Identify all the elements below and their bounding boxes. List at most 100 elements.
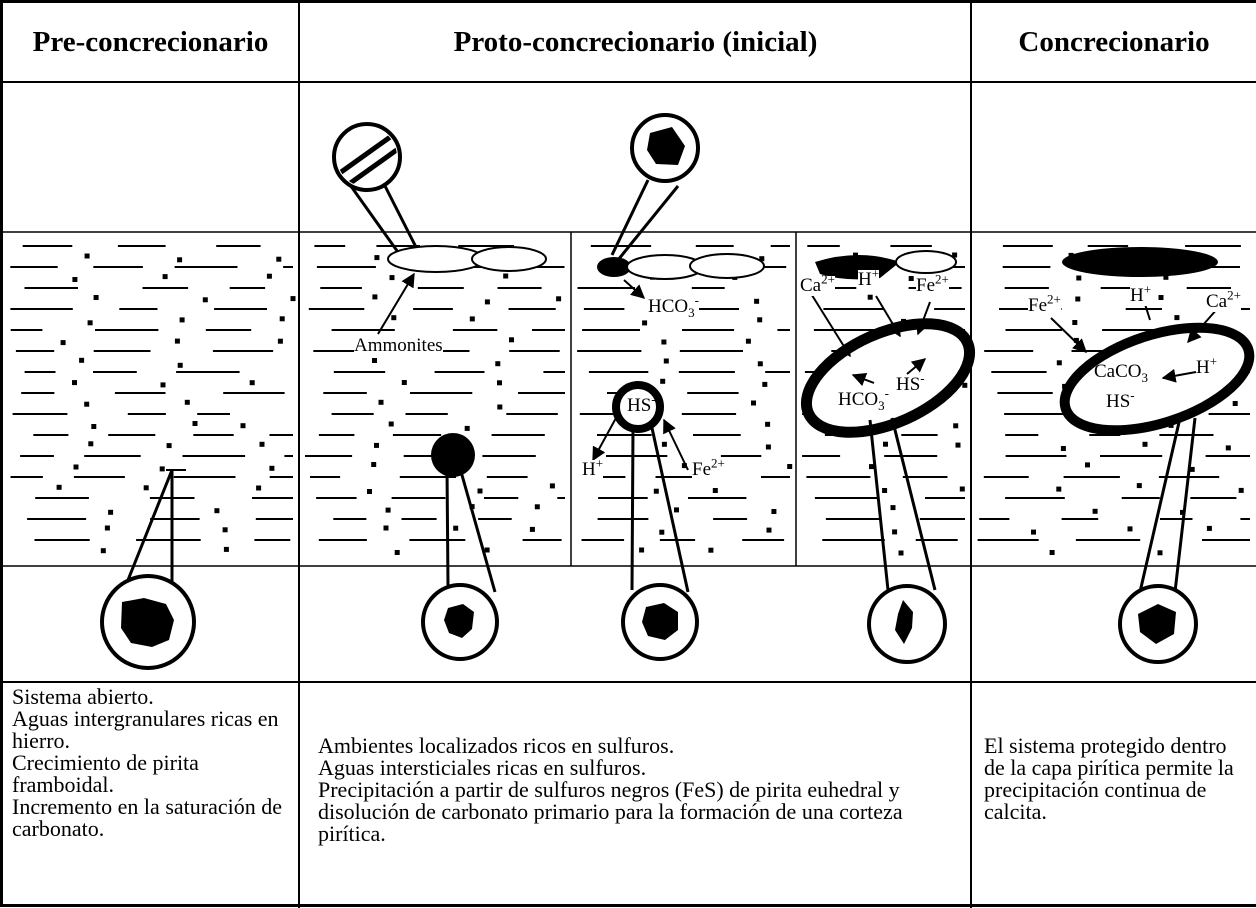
- sediment-dot: [883, 441, 888, 447]
- fe-ion-arrow: [1050, 317, 1088, 353]
- sediment-dot: [162, 274, 168, 280]
- hco3-label: HCO3-: [648, 292, 699, 320]
- sediment-dot: [1075, 296, 1081, 302]
- sediment-dot: [661, 339, 667, 345]
- sediment-dot: [1189, 466, 1195, 472]
- sediment-dot: [497, 380, 502, 386]
- sediment-dot: [372, 294, 378, 300]
- sediment-dot: [503, 273, 509, 279]
- sediment-dot: [1072, 320, 1078, 325]
- sediment-dot: [762, 381, 768, 387]
- header-pre-concrecionario: Pre-concrecionario: [32, 25, 269, 58]
- sediment-dot: [174, 338, 180, 344]
- sediment-dot: [484, 299, 490, 305]
- fe-ion-arrow: [663, 418, 689, 471]
- pyrite-ring-zoom: [621, 427, 699, 661]
- sediment-dot: [497, 404, 503, 410]
- sediment-dot: [1163, 274, 1169, 280]
- fe-ion-label: Fe2+: [692, 455, 725, 480]
- sediment-dot: [394, 550, 400, 555]
- hco3-arrow: [623, 279, 646, 299]
- sediment-dot: [787, 464, 793, 469]
- hco3-label: HCO3-: [838, 385, 889, 413]
- h-ion-inward-arrow: [1161, 368, 1197, 383]
- sediment-dot: [1225, 445, 1231, 451]
- sediment-dot: [1180, 509, 1185, 515]
- sediment-dot: [642, 320, 648, 326]
- framboidal-pyrite-zoom: [421, 467, 499, 661]
- sediment-dot: [1056, 486, 1062, 492]
- sediment-dot: [159, 466, 165, 472]
- sediment-dot: [659, 529, 665, 535]
- sediment-dot: [751, 400, 756, 406]
- sediment-dot: [266, 273, 272, 279]
- sediment-dot: [73, 464, 79, 470]
- sediment-dot: [453, 525, 459, 531]
- sediment-dot: [661, 441, 667, 447]
- sediment-dot: [100, 548, 106, 554]
- sediment-dot: [383, 525, 389, 531]
- sediment-dot: [712, 488, 718, 493]
- fe-ion-label: Fe2+: [916, 271, 949, 296]
- sediment-dot: [1206, 525, 1212, 531]
- sediment-dot: [464, 425, 470, 431]
- fe-ion-label: Fe2+: [1028, 291, 1061, 316]
- sediment-dot: [84, 253, 90, 259]
- sediment-dot: [1157, 550, 1163, 556]
- sediment-dot: [56, 484, 62, 490]
- sediment-dot: [1142, 441, 1148, 447]
- ammonites-pointer-arrow: [377, 272, 415, 335]
- hs-pyrite-ring: [612, 381, 664, 433]
- sediment-dot: [79, 357, 85, 363]
- sediment-dot: [108, 509, 114, 515]
- sediment-dot: [259, 441, 265, 447]
- sediment-dot: [955, 442, 961, 448]
- sediment-dot: [952, 252, 958, 258]
- h-ion-arrow: [875, 295, 901, 338]
- sediment-dot: [759, 256, 765, 262]
- ammonite-shell: [689, 253, 765, 279]
- sediment-dot: [88, 441, 94, 447]
- sediment-dot: [374, 255, 380, 261]
- sediment-dot: [214, 508, 220, 514]
- sediment-dot: [745, 338, 751, 344]
- ammonite-shell: [895, 250, 957, 274]
- sediment-dot: [708, 547, 714, 553]
- sediment-dot: [177, 257, 183, 263]
- sediment-dot: [509, 337, 514, 343]
- sediment-dot: [674, 507, 679, 513]
- sediment-dot: [160, 382, 166, 388]
- sediment-dot: [890, 505, 896, 511]
- ammonite-shell-zoom: [332, 122, 422, 256]
- sediment-dot: [469, 316, 475, 322]
- sediment-dot: [495, 361, 501, 367]
- ca-ion-arrow: [809, 291, 851, 358]
- sediment-dot: [962, 382, 968, 388]
- sediment-dot: [367, 489, 372, 494]
- sediment-dot: [529, 526, 535, 532]
- sediment-dot: [269, 465, 275, 471]
- sediment-dot: [549, 483, 555, 489]
- sediment-dot: [1136, 483, 1142, 489]
- header-proto-concrecionario: Proto-concrecionario (inicial): [453, 25, 818, 58]
- h-ion-label: H+: [1130, 281, 1152, 306]
- sediment-dot: [223, 546, 229, 552]
- sediment-dot: [1127, 526, 1133, 532]
- sediment-dot: [1060, 446, 1066, 451]
- sediment-dot: [177, 362, 183, 368]
- h-ion-label: H+: [582, 455, 604, 480]
- sediment-dot: [754, 298, 760, 304]
- sediment-dot: [372, 358, 377, 363]
- sediment-dot: [222, 527, 228, 533]
- ca-ion-label: Ca2+: [1206, 287, 1241, 312]
- sediment-dot: [653, 488, 659, 494]
- pyrite-crust-black: [1062, 247, 1218, 277]
- ammonite-shell: [387, 245, 485, 273]
- sediment-dot: [72, 380, 77, 386]
- sediment-dot: [1031, 529, 1036, 535]
- sediment-dot: [87, 320, 93, 326]
- sediment-dot: [867, 294, 873, 300]
- sediment-dot: [556, 296, 562, 302]
- sediment-dot: [389, 275, 395, 281]
